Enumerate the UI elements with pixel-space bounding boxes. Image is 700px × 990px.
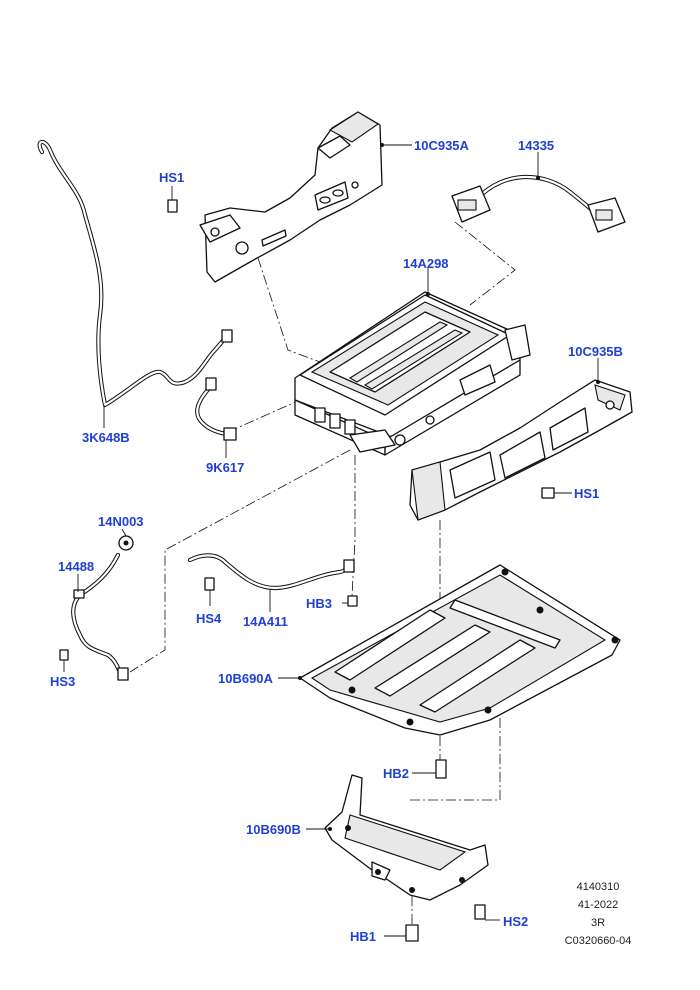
bracket-10b690b [324, 774, 489, 901]
bracket-10c935b [409, 379, 633, 521]
cable-3k648b [37, 139, 233, 408]
label-3k648b: 3K648B [82, 430, 130, 445]
bolt-hb3-part [342, 595, 358, 607]
screw-hs3-part [59, 649, 69, 672]
label-hb2: HB2 [383, 766, 409, 781]
sensor-9k617 [195, 377, 237, 441]
label-hs2: HS2 [503, 914, 528, 929]
label-hs1-right: HS1 [574, 486, 599, 501]
ref-line-1: 4140310 [577, 881, 620, 893]
reference-block: 4140310 41-2022 3R C0320660-04 [565, 881, 632, 947]
label-14488: 14488 [58, 559, 94, 574]
label-10b690a: 10B690A [218, 671, 274, 686]
label-9k617: 9K617 [206, 460, 244, 475]
label-10b690b: 10B690B [246, 822, 301, 837]
label-14n003: 14N003 [98, 514, 144, 529]
bolt-hb2-part [412, 759, 447, 779]
label-hs4: HS4 [196, 611, 222, 626]
callouts: HS1 10C935A 14335 14A298 10C935B HS1 3K6… [50, 138, 623, 944]
label-14a298: 14A298 [403, 256, 449, 271]
tray-10b690a [299, 564, 621, 736]
inverter-14a298 [294, 291, 531, 456]
label-14335: 14335 [518, 138, 554, 153]
label-hs3: HS3 [50, 674, 75, 689]
label-hb1: HB1 [350, 929, 376, 944]
screw-hs1-top-part [167, 186, 178, 213]
bracket-10c935a [199, 111, 383, 283]
screw-hs1-right-part [541, 487, 572, 499]
screw-hs2-part [474, 904, 500, 921]
ref-line-3: 3R [591, 917, 605, 929]
harness-14335 [451, 174, 626, 233]
ref-line-2: 41-2022 [578, 899, 618, 911]
label-hs1-top: HS1 [159, 170, 184, 185]
screw-hs4-part [204, 577, 215, 606]
label-10c935a: 10C935A [414, 138, 470, 153]
hose-14488 [71, 552, 129, 681]
bolt-hb1-part [384, 924, 419, 942]
label-14a411: 14A411 [243, 614, 288, 629]
label-hb3: HB3 [306, 596, 332, 611]
ref-line-4: C0320660-04 [565, 935, 632, 947]
label-10c935b: 10C935B [568, 344, 623, 359]
cable-14a411 [187, 553, 355, 591]
clip-14n003 [118, 535, 134, 551]
